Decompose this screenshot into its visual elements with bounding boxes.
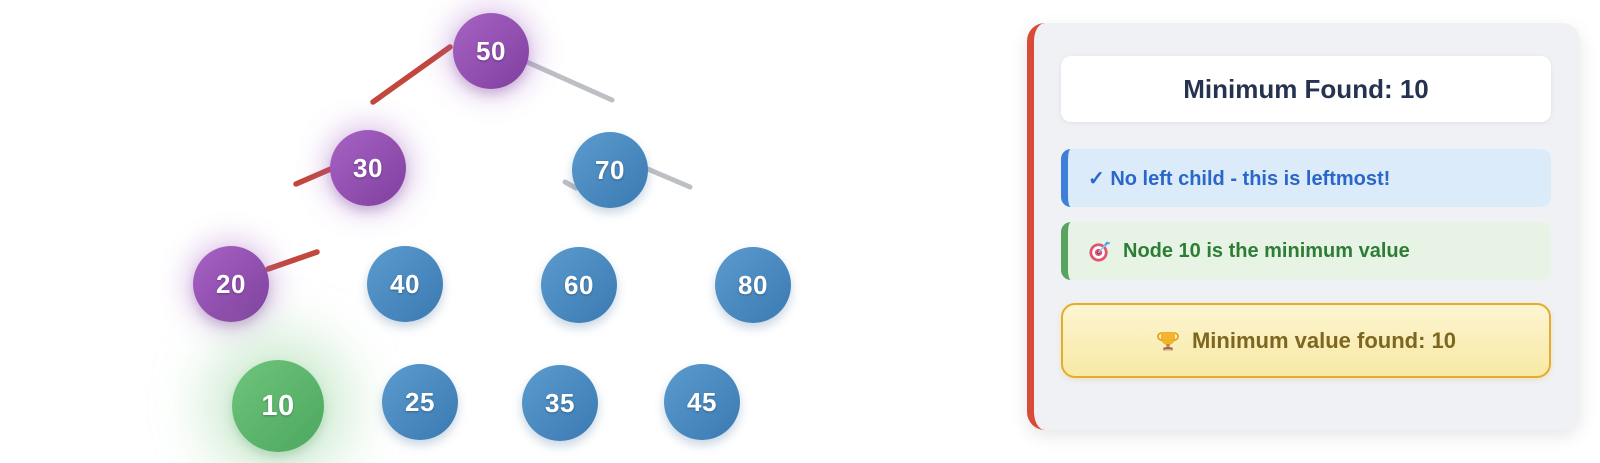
tree-node-10: 10 — [232, 360, 324, 452]
tree-node-35: 35 — [522, 365, 598, 441]
tree-node-40: 40 — [367, 246, 443, 322]
result-text: Minimum value found: 10 — [1191, 327, 1457, 353]
trophy-icon — [1156, 329, 1180, 353]
tree-node-45: 45 — [664, 364, 740, 440]
tree-edges — [265, 44, 693, 272]
tree-node-80: 80 — [715, 247, 791, 323]
tree-edge-normal — [640, 164, 693, 190]
result-banner: Minimum value found: 10 — [1061, 303, 1551, 378]
tree-node-60: 60 — [541, 247, 617, 323]
panel-title: Minimum Found: 10 — [1061, 56, 1551, 122]
tree-node-30: 30 — [330, 130, 406, 206]
tree-edge-path — [265, 249, 320, 272]
tree-node-50: 50 — [453, 13, 529, 89]
step-message-minimum-node: Node 10 is the minimum value — [1061, 222, 1551, 280]
tree-edge-path — [293, 165, 336, 187]
tree-edge-normal — [515, 55, 615, 103]
step-message-text: ✓ No left child - this is leftmost! — [1088, 167, 1391, 190]
tree-canvas: 50 30 70 20 40 60 80 10 25 35 45 — [193, 13, 791, 452]
tree-node-70: 70 — [572, 132, 648, 208]
tree-edge-normal — [562, 179, 579, 191]
step-message-text: Node 10 is the minimum value — [1123, 239, 1410, 262]
tree-node-25: 25 — [382, 364, 458, 440]
target-icon — [1088, 240, 1111, 263]
step-message-no-left-child: ✓ No left child - this is leftmost! — [1061, 149, 1551, 207]
tree-edge-path — [370, 44, 453, 105]
status-panel: Minimum Found: 10 ✓ No left child - this… — [1027, 23, 1580, 430]
tree-node-20: 20 — [193, 246, 269, 322]
